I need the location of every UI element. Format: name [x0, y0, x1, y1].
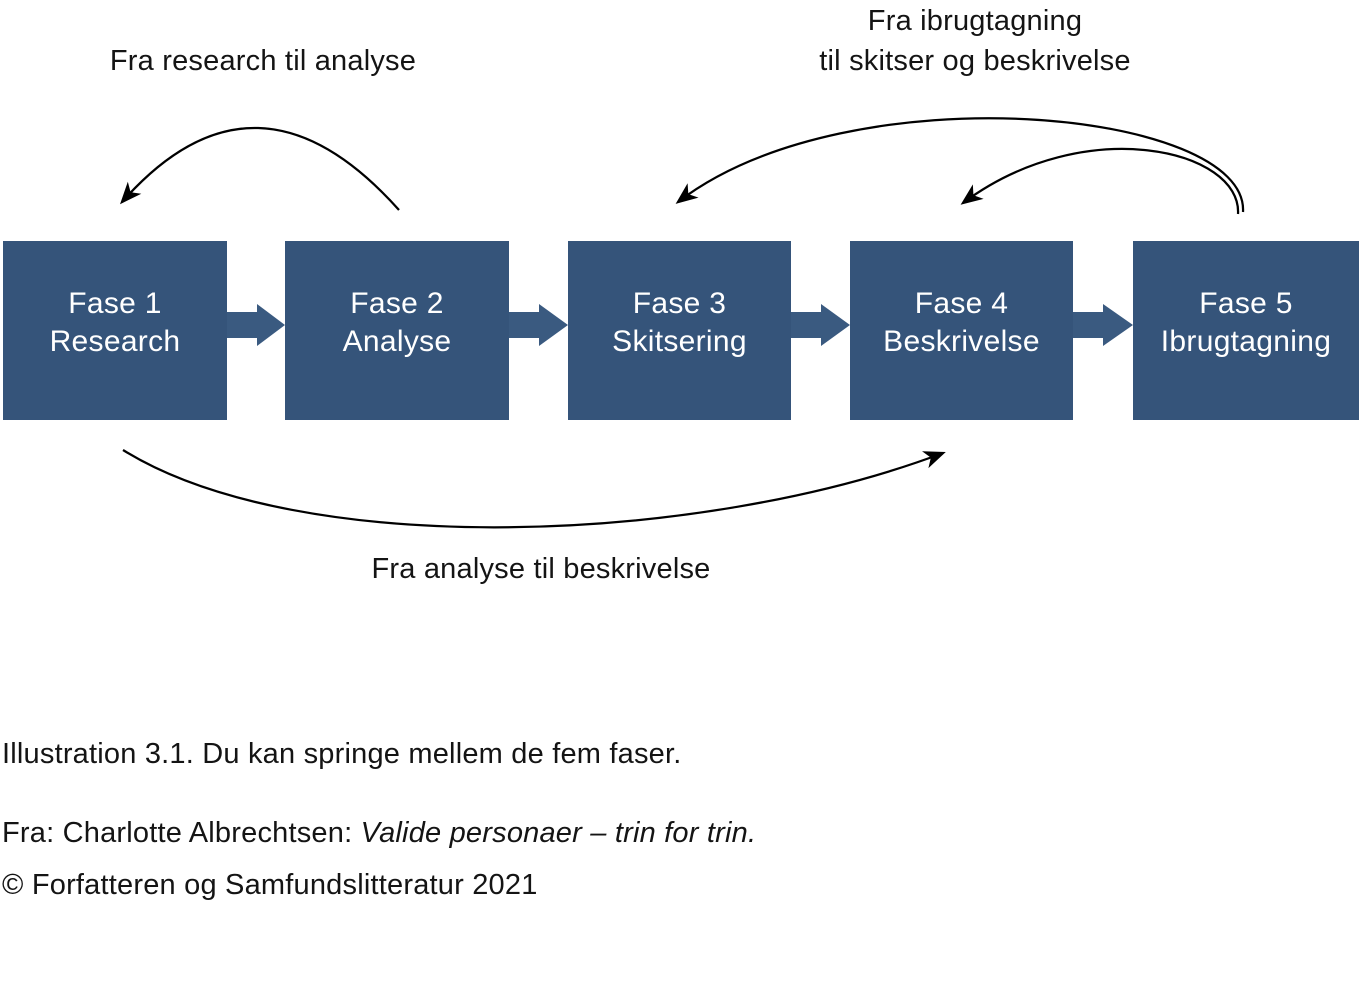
caption-title: Illustration 3.1. Du kan springe mellem …: [2, 738, 682, 770]
phase-3-name: Skitsering: [612, 325, 747, 358]
phase-box-5: Fase 5 Ibrugtagning: [1133, 241, 1359, 420]
phase-5-number: Fase 5: [1199, 287, 1293, 320]
phase-1-number: Fase 1: [68, 287, 162, 320]
caption-copyright: © Forfatteren og Samfundslitteratur 2021: [2, 869, 538, 901]
caption-source-prefix: Fra: Charlotte Albrechtsen:: [2, 817, 361, 849]
phase-2-name: Analyse: [342, 325, 452, 358]
phase-1-name: Research: [49, 325, 181, 358]
jump-label-analyse-beskrivelse: Fra analyse til beskrivelse: [371, 553, 711, 585]
flow-arrow-4-5: [1073, 304, 1133, 346]
jump-arc-analyse-to-research-arrow: [120, 126, 400, 211]
phase-2-number: Fase 2: [350, 287, 444, 320]
phase-4-name: Beskrivelse: [883, 325, 1040, 358]
jump-label-ibrugtagning: Fra ibrugtagning til skitser og beskrive…: [755, 1, 1195, 81]
phase-box-4: Fase 4 Beskrivelse: [850, 241, 1073, 420]
jump-label-research-analyse: Fra research til analyse: [109, 45, 417, 77]
jump-arc-analyse-to-beskrivelse-arrow: [122, 449, 946, 529]
phase-4-number: Fase 4: [914, 287, 1009, 320]
flow-arrow-3-4: [791, 304, 850, 346]
caption-source-book-title: Valide personaer – trin for trin.: [360, 817, 757, 849]
phase-box-2: Fase 2 Analyse: [285, 241, 509, 420]
flow-arrow-1-2: [227, 304, 285, 346]
jump-label-ibrugtagning-line2: til skitser og beskrivelse: [819, 45, 1131, 77]
phase-box-1: Fase 1 Research: [3, 241, 227, 420]
jump-label-ibrugtagning-line1: Fra ibrugtagning: [867, 5, 1083, 37]
phase-3-number: Fase 3: [632, 287, 727, 320]
jump-arc-ibrugtagning-to-skitsering-arrow: [675, 117, 1245, 213]
flow-arrow-2-3: [509, 304, 568, 346]
phase-5-name: Ibrugtagning: [1160, 325, 1332, 358]
phase-box-3: Fase 3 Skitsering: [568, 241, 791, 420]
caption-source: Fra: Charlotte Albrechtsen: Valide perso…: [2, 817, 756, 850]
jump-arc-ibrugtagning-to-beskrivelse-arrow: [960, 148, 1240, 215]
